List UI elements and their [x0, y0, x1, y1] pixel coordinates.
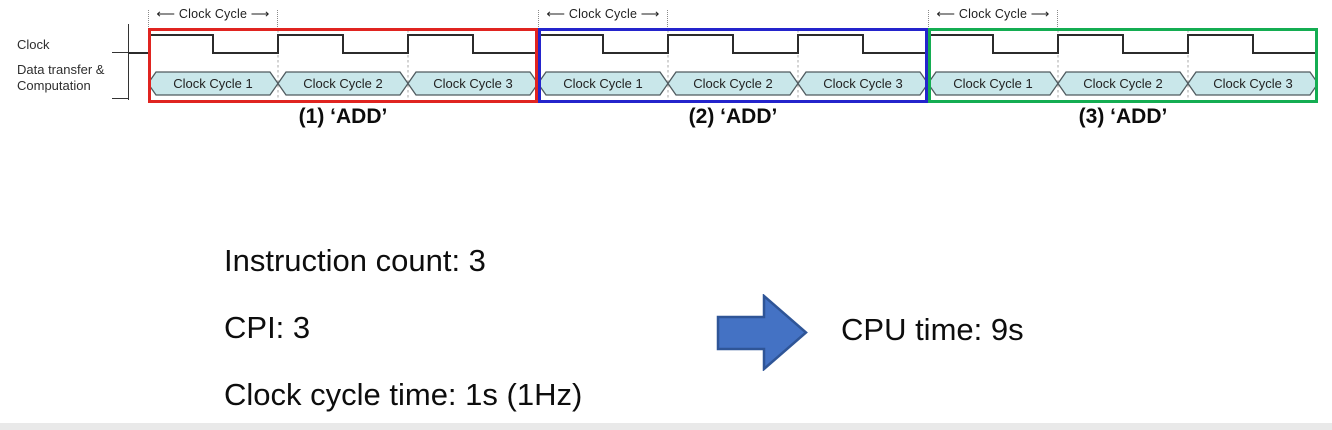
clock-cycle-time-text: Clock cycle time: 1s (1Hz) — [224, 377, 583, 412]
data-cell-label: Clock Cycle 1 — [173, 76, 252, 91]
clock-waveform: Clock Cycle 1 Clock Cycle 2 Clock Cycle … — [148, 30, 538, 101]
cycle-boundary-stub — [667, 10, 668, 27]
axis-tick-data — [112, 98, 129, 99]
left-arrow-icon: ⟵ — [936, 6, 956, 21]
signal-axis-line — [128, 24, 129, 100]
clock-row-label: Clock — [17, 37, 50, 52]
data-cell-shape — [538, 71, 669, 96]
clock-signal-trace — [148, 34, 538, 54]
clock-signal-trace — [538, 34, 928, 54]
clock-cycle-span-label: ⟵ Clock Cycle ⟶ — [546, 6, 660, 21]
data-cell-label: Clock Cycle 3 — [433, 76, 512, 91]
right-arrow-icon: ⟶ — [1030, 6, 1050, 21]
instruction-label-2: (2) ‘ADD’ — [688, 105, 778, 128]
right-arrow-icon: ⟶ — [250, 6, 270, 21]
cycle-boundary-stub — [928, 10, 929, 27]
data-cell-shape — [797, 71, 928, 96]
axis-tick-clock — [112, 52, 129, 53]
data-row-label-line1: Data transfer & — [17, 62, 105, 77]
data-row-label: Data transfer & Computation — [17, 62, 104, 94]
clock-cycle-span-label: ⟵ Clock Cycle ⟶ — [156, 6, 270, 21]
data-cell-shape — [277, 71, 409, 96]
clock-signal-trace — [928, 34, 1318, 54]
clock-cycle-span-label: ⟵ Clock Cycle ⟶ — [936, 6, 1050, 21]
cpu-time-text: CPU time: 9s — [841, 312, 1024, 347]
data-cell-shape — [148, 71, 279, 96]
instruction-group-2: ⟵ Clock Cycle ⟶ Clock Cycle 1 Clock Cycl… — [538, 0, 928, 135]
data-cell-label: Clock Cycle 1 — [953, 76, 1032, 91]
instruction-count-text: Instruction count: 3 — [224, 243, 486, 278]
data-row-label-line2: Computation — [17, 78, 91, 93]
cycle-boundary-stub — [148, 10, 149, 27]
data-cell-shape — [1057, 71, 1189, 96]
instruction-group-1: ⟵ Clock Cycle ⟶ Clock Cycle 1 Clock Cycl… — [148, 0, 538, 135]
cpi-text: CPI: 3 — [224, 310, 311, 345]
cycle-boundary-stub — [1057, 10, 1058, 27]
data-cells: Clock Cycle 1 Clock Cycle 2 Clock Cycle … — [538, 71, 928, 96]
clock-waveform: Clock Cycle 1 Clock Cycle 2 Clock Cycle … — [928, 30, 1318, 101]
right-arrow-icon: ⟶ — [640, 6, 660, 21]
data-cell-label: Clock Cycle 2 — [693, 76, 772, 91]
data-cell-label: Clock Cycle 3 — [1213, 76, 1292, 91]
bottom-edge-strip — [0, 423, 1332, 430]
data-cell-label: Clock Cycle 1 — [563, 76, 642, 91]
data-cell-shape — [407, 71, 538, 96]
instruction-label-1: (1) ‘ADD’ — [298, 105, 388, 128]
cycle-boundary-stub — [538, 10, 539, 27]
data-cells: Clock Cycle 1 Clock Cycle 2 Clock Cycle … — [148, 71, 538, 96]
data-cell-shape — [667, 71, 799, 96]
data-cell-shape — [928, 71, 1059, 96]
data-cells: Clock Cycle 1 Clock Cycle 2 Clock Cycle … — [928, 71, 1318, 96]
instruction-label-3: (3) ‘ADD’ — [1078, 105, 1168, 128]
clock-leadin-line — [128, 52, 149, 54]
cycle-boundary-stub — [277, 10, 278, 27]
data-cell-label: Clock Cycle 2 — [1083, 76, 1162, 91]
data-cell-label: Clock Cycle 3 — [823, 76, 902, 91]
data-cell-shape — [1187, 71, 1318, 96]
implies-arrow-icon — [716, 294, 808, 371]
left-arrow-icon: ⟵ — [546, 6, 566, 21]
instruction-group-3: ⟵ Clock Cycle ⟶ Clock Cycle 1 Clock Cycl… — [928, 0, 1318, 135]
data-cell-label: Clock Cycle 2 — [303, 76, 382, 91]
clock-waveform: Clock Cycle 1 Clock Cycle 2 Clock Cycle … — [538, 30, 928, 101]
left-arrow-icon: ⟵ — [156, 6, 176, 21]
